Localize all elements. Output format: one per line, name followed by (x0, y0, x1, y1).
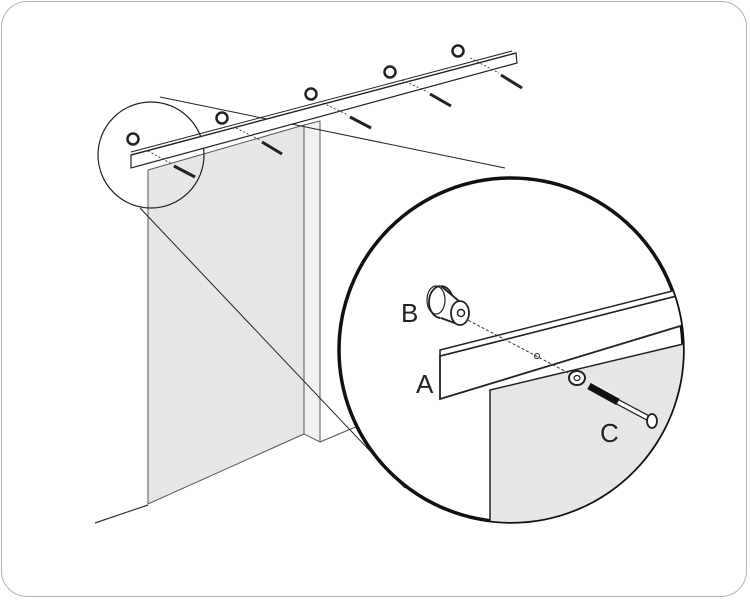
spacer-1 (126, 132, 140, 146)
bolt-4 (401, 79, 452, 108)
rail-front (130, 52, 518, 169)
callout-line-bottom (139, 207, 406, 489)
spacer-5 (451, 44, 465, 58)
wall-edge (303, 120, 321, 443)
screw-c (587, 382, 658, 429)
washer (568, 370, 586, 386)
bolt-2 (235, 127, 283, 156)
spacer-4 (383, 65, 397, 79)
bolt-5 (469, 57, 523, 90)
spacer-3 (304, 87, 318, 101)
bolt-3 (322, 102, 372, 130)
label-b: B (401, 298, 418, 328)
spacer-2 (215, 111, 229, 125)
door-panel (147, 124, 305, 505)
label-c: C (600, 418, 619, 448)
screw-axis (463, 317, 579, 379)
spacer-b (426, 284, 470, 326)
callout-line-top (159, 96, 506, 169)
label-a: A (416, 369, 434, 399)
floor-line (94, 504, 149, 524)
bolt-1 (147, 150, 196, 179)
detail-marker-circle (97, 101, 205, 209)
